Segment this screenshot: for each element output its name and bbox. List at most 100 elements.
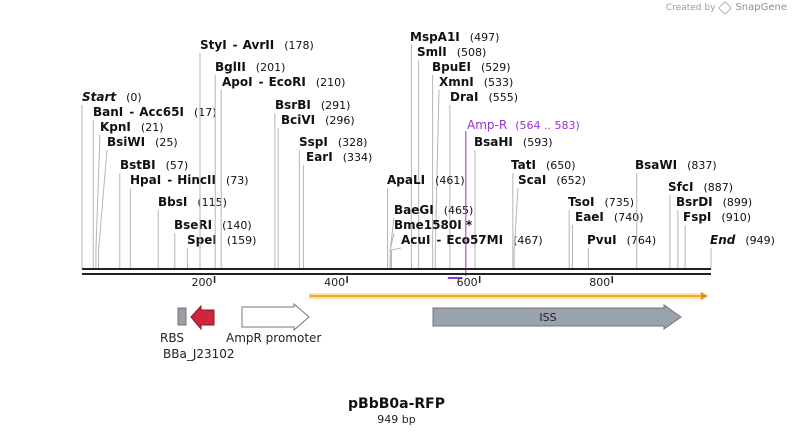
- site-position: (740): [614, 211, 644, 224]
- site-kpni[interactable]: KpnI(21): [95, 120, 164, 269]
- site-position: (910): [721, 211, 751, 224]
- site-label: BsrDI(899): [676, 195, 752, 209]
- site-pvui[interactable]: PvuI(764): [587, 233, 656, 269]
- site-styi[interactable]: StyI-AvrII(178): [199, 38, 314, 269]
- site-bme1580i[interactable]: Bme1580I *: [389, 218, 473, 269]
- orf-track[interactable]: [309, 292, 708, 300]
- ruler-tick-label: 200: [192, 276, 213, 289]
- site-name: BglII: [215, 60, 246, 74]
- primer-layer: Amp-R(564 .. 583): [447, 118, 580, 279]
- site-bpuei[interactable]: BpuEI(529): [432, 60, 511, 269]
- site-bsawi[interactable]: BsaWI(837): [635, 158, 717, 269]
- dna-backbone: [82, 268, 711, 275]
- site-position: (178): [284, 39, 314, 52]
- site-bglii[interactable]: BglII(201): [214, 60, 285, 269]
- feature-bba-j23102[interactable]: [190, 304, 215, 331]
- site-drai[interactable]: DraI(555): [449, 90, 518, 269]
- site-label: BglII(201): [215, 60, 285, 74]
- ruler-tick-label: 800: [589, 276, 610, 289]
- site-separator: -: [259, 75, 264, 89]
- site-start[interactable]: Start (0): [81, 90, 142, 269]
- site-xmni[interactable]: XmnI(533): [434, 75, 513, 269]
- site-bsiwi[interactable]: BsiWI(25): [98, 135, 178, 269]
- site-label: XmnI(533): [439, 75, 513, 89]
- site-spei[interactable]: SpeI(159): [186, 233, 256, 269]
- site-name: MspA1I: [410, 30, 460, 44]
- site-tati[interactable]: TatI(650): [511, 158, 576, 269]
- site-position: (73): [226, 174, 249, 187]
- site-tsoi[interactable]: TsoI(735): [568, 195, 634, 269]
- site-position: (764): [627, 234, 657, 247]
- site-label: BstBI (57): [120, 158, 188, 172]
- site-leader-line: [98, 149, 108, 269]
- site-end[interactable]: End (949): [710, 233, 775, 269]
- restriction-sites: Start(0)BanI-Acc65I(17)KpnI(21)BsiWI(25)…: [81, 30, 775, 269]
- site-label: HpaI-HincII(73): [130, 173, 249, 187]
- site-bstbi[interactable]: BstBI (57): [119, 158, 188, 269]
- site-bsrbi[interactable]: BsrBI(291): [274, 98, 351, 269]
- site-label: BsrBI(291): [275, 98, 350, 112]
- site-partner-name: EcoRI: [269, 75, 306, 89]
- site-position: (57): [166, 159, 189, 172]
- credit-prefix: Created by: [665, 2, 716, 13]
- site-bseri[interactable]: BseRI(140): [174, 218, 252, 269]
- site-label: DraI(555): [450, 90, 518, 104]
- site-eari[interactable]: EarI(334): [302, 150, 372, 269]
- site-position: (210): [316, 76, 346, 89]
- site-eaei[interactable]: EaeI (740): [571, 210, 644, 269]
- primer-name: Amp-R: [467, 118, 507, 132]
- site-fspi[interactable]: FspI (910): [683, 210, 751, 269]
- site-name: FspI: [683, 210, 711, 224]
- site-position: (17): [194, 106, 217, 119]
- site-name: HpaI: [130, 173, 161, 187]
- site-label: BseRI(140): [174, 218, 252, 232]
- feature-label-iss: ISS: [539, 311, 556, 324]
- site-leader-line: [513, 187, 519, 269]
- site-name: EaeI: [575, 210, 604, 224]
- feature-iss[interactable]: ISS: [432, 304, 682, 330]
- credit-brand: SnapGene: [735, 2, 787, 13]
- site-position: (533): [484, 76, 514, 89]
- site-position: (140): [222, 219, 252, 232]
- site-scai[interactable]: ScaI(652): [513, 173, 586, 269]
- site-label: TsoI(735): [568, 195, 634, 209]
- site-name: Start: [82, 90, 117, 104]
- site-smli[interactable]: SmlI(508): [417, 45, 486, 269]
- site-bsrdi[interactable]: BsrDI(899): [676, 195, 752, 269]
- site-name: BstBI: [120, 158, 156, 172]
- site-sfci[interactable]: SfcI(887): [668, 180, 733, 269]
- site-name: BaeGI: [394, 203, 434, 217]
- site-partner-name: HincII: [177, 173, 216, 187]
- feature-rbs[interactable]: [177, 307, 187, 326]
- site-label: ApoI-EcoRI (210): [222, 75, 345, 89]
- site-position: (0): [126, 91, 142, 104]
- site-apoi[interactable]: ApoI-EcoRI (210): [220, 75, 345, 269]
- site-label: BciVI(296): [281, 113, 355, 127]
- site-name: EarI: [306, 150, 333, 164]
- site-position: (949): [745, 234, 775, 247]
- site-label: End (949): [710, 233, 775, 247]
- site-bcivi[interactable]: BciVI(296): [277, 113, 355, 269]
- site-mspa1i[interactable]: MspA1I(497): [410, 30, 499, 269]
- site-bbsi[interactable]: BbsI (115): [157, 195, 227, 269]
- feature-ampr-promoter[interactable]: [241, 302, 310, 332]
- site-name: ApoI: [222, 75, 253, 89]
- site-bsahi[interactable]: BsaHI(593): [474, 135, 553, 269]
- site-label: BpuEI(529): [432, 60, 511, 74]
- site-sspi[interactable]: SspI(328): [298, 135, 367, 269]
- site-position: (115): [197, 196, 227, 209]
- site-name: BbsI: [158, 195, 187, 209]
- site-name: End: [710, 233, 736, 247]
- site-apali[interactable]: ApaLI(461): [387, 173, 465, 269]
- primer-amp-r[interactable]: Amp-R(564 .. 583): [447, 118, 580, 279]
- site-name: ScaI: [518, 173, 546, 187]
- site-hpai[interactable]: HpaI-HincII(73): [129, 173, 249, 269]
- site-leader-line: [391, 247, 402, 269]
- site-acui[interactable]: AcuI-Eco57MI(467): [391, 233, 543, 269]
- site-label: ApaLI(461): [387, 173, 465, 187]
- site-position: (21): [141, 121, 164, 134]
- site-label: TatI(650): [511, 158, 576, 172]
- site-partner-name: Acc65I: [139, 105, 184, 119]
- site-label: KpnI(21): [100, 120, 164, 134]
